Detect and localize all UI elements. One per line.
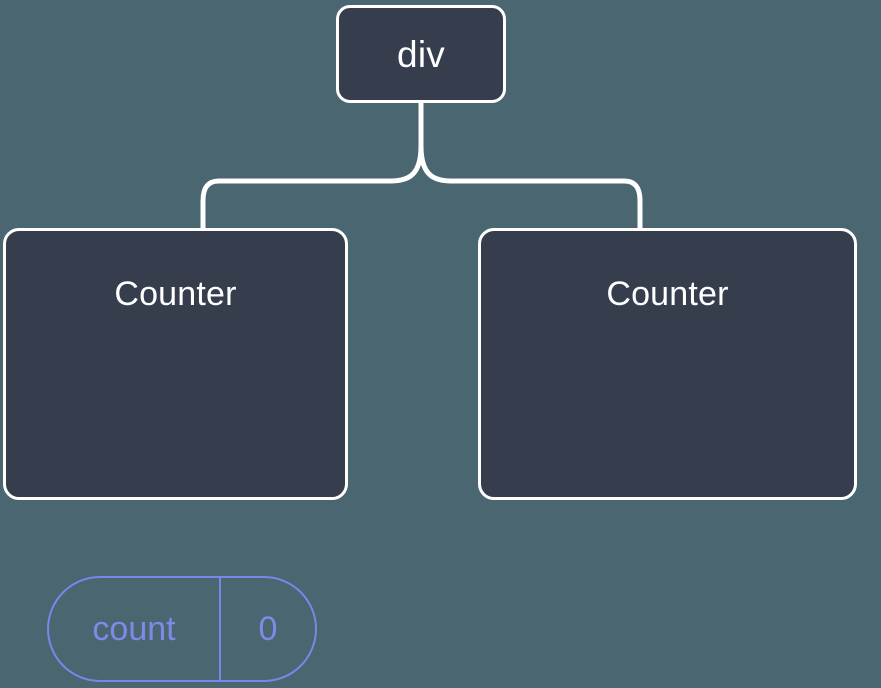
connector-branch-left [200,143,424,231]
state-key-label: count [49,578,221,680]
connector-branch-right [418,143,643,231]
node-counter-left[interactable]: Counter count 0 [3,228,348,682]
state-pill-count-left[interactable]: count 0 [47,576,317,682]
node-counter-right-label: Counter [606,275,729,313]
node-counter-right[interactable]: Counter count 1 [478,228,857,500]
diagram-canvas: div Counter count 0 Counter count 1 [3,5,857,682]
node-div[interactable]: div [336,5,506,103]
connector-lines [200,100,643,231]
node-counter-left-label: Counter [114,275,237,313]
state-value-label: 0 [258,610,278,648]
node-div-label: div [397,33,445,75]
